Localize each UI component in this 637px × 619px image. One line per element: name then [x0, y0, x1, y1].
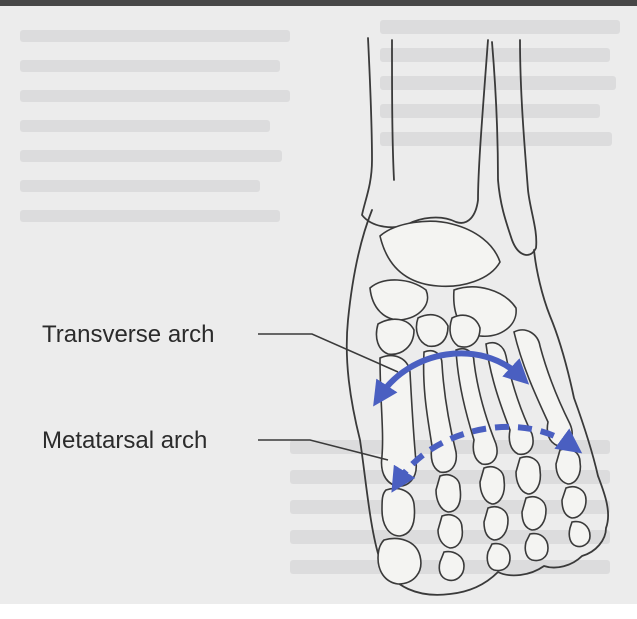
- toe-2-phalanges: [436, 475, 464, 581]
- metatarsal-arch-label: Metatarsal arch: [42, 427, 207, 454]
- cuneiform-lateral: [450, 315, 480, 347]
- bottom-edge: [0, 604, 637, 619]
- transverse-arch-label: Transverse arch: [42, 321, 215, 348]
- cuneiform-intermediate: [416, 315, 448, 347]
- top-edge-shadow: [0, 0, 637, 6]
